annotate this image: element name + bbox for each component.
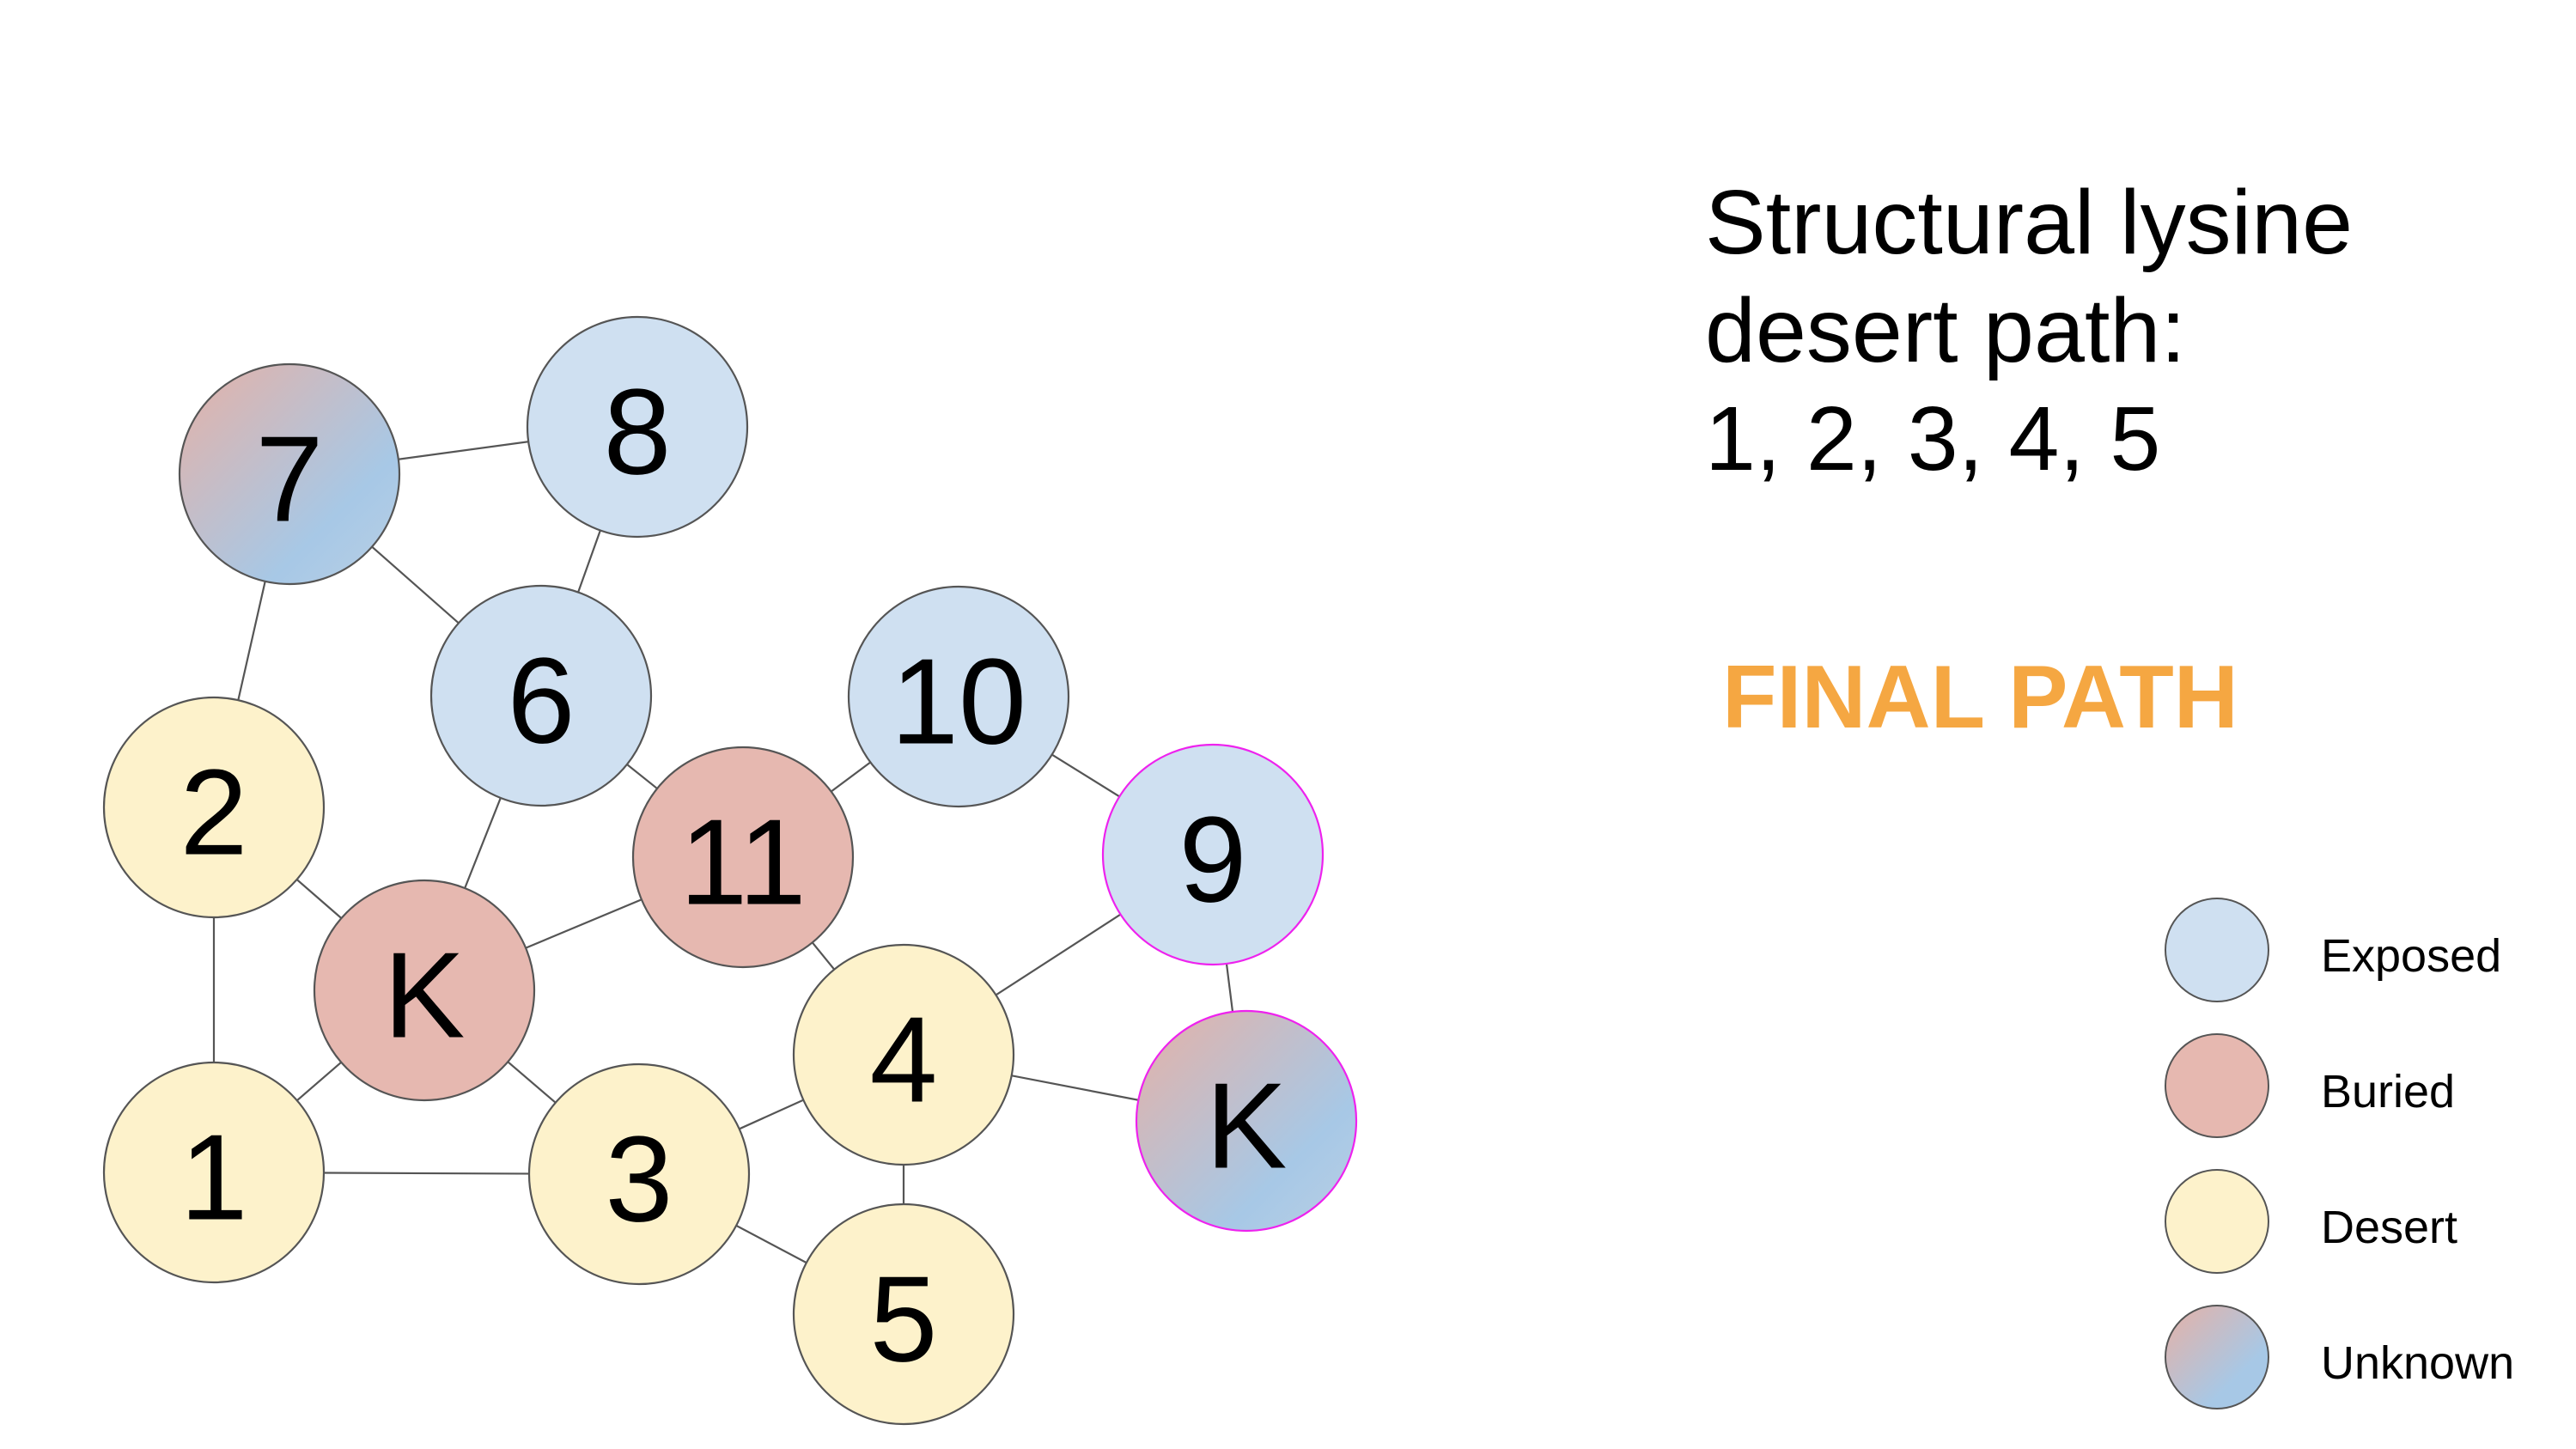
title-line-2: desert path:: [1705, 280, 2186, 381]
node-ku: K: [1135, 1009, 1358, 1233]
node-label-n6: 6: [508, 633, 575, 770]
diagram-title: Structural lysine desert path: 1, 2, 3, …: [1705, 168, 2478, 493]
node-circle-kb: [313, 879, 536, 1102]
legend-swatch-buried: [2165, 1033, 2269, 1138]
legend-swatch-desert: [2165, 1169, 2269, 1274]
node-label-n2: 2: [180, 745, 248, 881]
title-line-1: Structural lysine: [1705, 172, 2354, 273]
node-circle-n8: [526, 315, 749, 539]
legend-label-exposed: Exposed: [2321, 930, 2502, 982]
nodes: 1 2 3 4 5 6 7 8 9 10 11K K: [102, 315, 1358, 1426]
node-label-n5: 5: [870, 1251, 938, 1388]
node-label-kb: K: [384, 928, 466, 1064]
node-label-n8: 8: [604, 364, 672, 501]
node-label-n3: 3: [606, 1111, 673, 1248]
node-n7: 7: [178, 362, 401, 586]
node-circle-n9: [1101, 743, 1325, 966]
node-label-n10: 10: [891, 634, 1026, 770]
node-circle-ku: [1135, 1009, 1358, 1233]
node-circle-n1: [102, 1061, 326, 1284]
node-n5: 5: [792, 1202, 1015, 1426]
node-circle-n10: [847, 585, 1070, 808]
legend-label-desert: Desert: [2321, 1202, 2458, 1253]
legend-item-desert: Desert: [2165, 1169, 2560, 1277]
legend-label-buried: Buried: [2321, 1066, 2456, 1117]
legend-item-unknown: Unknown: [2165, 1305, 2560, 1413]
node-circle-n6: [429, 584, 653, 807]
node-n1: 1: [102, 1061, 326, 1284]
node-label-n4: 4: [870, 992, 938, 1129]
node-label-n9: 9: [1179, 792, 1247, 928]
node-label-n7: 7: [256, 411, 324, 548]
node-label-n1: 1: [180, 1110, 248, 1246]
legend-item-buried: Buried: [2165, 1033, 2560, 1142]
node-label-ku: K: [1206, 1058, 1288, 1195]
node-circle-n11: [631, 746, 855, 969]
node-n10: 10: [847, 585, 1070, 808]
node-n11: 11: [631, 746, 855, 969]
node-circle-n5: [792, 1202, 1015, 1426]
final-path-label: FINAL PATH: [1722, 648, 2238, 747]
node-circle-n2: [102, 696, 326, 919]
node-n8: 8: [526, 315, 749, 539]
node-circle-n7: [178, 362, 401, 586]
node-n2: 2: [102, 696, 326, 919]
node-kb: K: [313, 879, 536, 1102]
legend: Exposed Buried Desert Unknown: [2165, 898, 2560, 1413]
node-n3: 3: [527, 1062, 751, 1286]
node-n4: 4: [792, 943, 1015, 1166]
node-circle-n3: [527, 1062, 751, 1286]
node-n9: 9: [1101, 743, 1325, 966]
node-n6: 6: [429, 584, 653, 807]
node-circle-n4: [792, 943, 1015, 1166]
legend-swatch-exposed: [2165, 898, 2269, 1002]
legend-label-unknown: Unknown: [2321, 1337, 2515, 1389]
node-label-n11: 11: [679, 795, 806, 931]
title-line-3: 1, 2, 3, 4, 5: [1705, 388, 2161, 490]
legend-item-exposed: Exposed: [2165, 898, 2560, 1006]
legend-swatch-unknown: [2165, 1305, 2269, 1409]
